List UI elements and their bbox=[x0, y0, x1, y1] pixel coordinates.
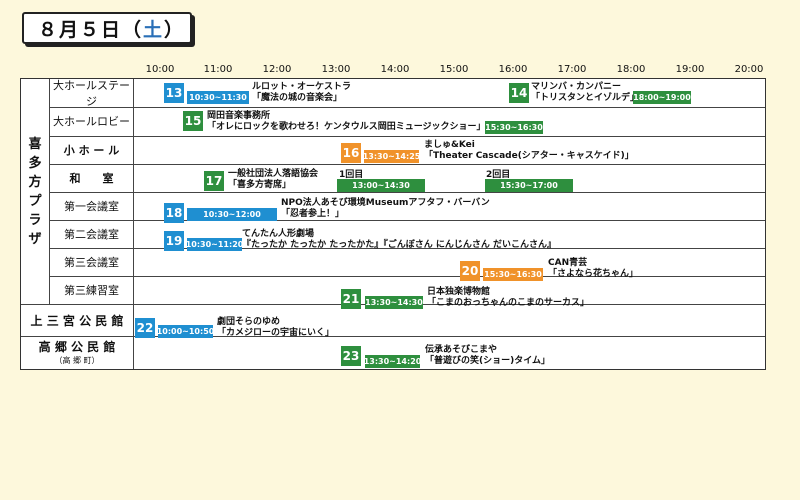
event-desc: てんたん人形劇場『たったか たったか たったかた』『ごんぼさん にんじんさん だ… bbox=[242, 229, 557, 250]
room-label: 大ホールロビー bbox=[53, 115, 130, 128]
event-time: 13:00~14:30 bbox=[337, 179, 425, 192]
event-time: 15:30~17:00 bbox=[485, 179, 573, 192]
event-number: 22 bbox=[135, 318, 155, 338]
event-number: 20 bbox=[460, 261, 480, 281]
room-label: 和 室 bbox=[69, 172, 114, 185]
event-desc: 一般社団法人落語協会「喜多方寄席」 bbox=[228, 169, 319, 190]
hour-label: 13:00 bbox=[321, 64, 351, 75]
hour-label: 16:00 bbox=[498, 64, 528, 75]
session-label: 1回目 bbox=[339, 170, 364, 180]
hour-label: 19:00 bbox=[675, 64, 705, 75]
room-label: 第二会議室 bbox=[64, 228, 119, 241]
schedule-grid: 喜 多 方 プ ラ ザ 大ホールステージ 大ホールロビー 小 ホ ー ル 和 室… bbox=[20, 78, 766, 370]
room-label: 高 郷 公 民 館 bbox=[38, 339, 116, 354]
event-time: 18:00~19:00 bbox=[633, 91, 691, 104]
room-label: 大ホールステージ bbox=[53, 79, 130, 108]
hour-label: 12:00 bbox=[262, 64, 292, 75]
event-time: 13:30~14:25 bbox=[362, 150, 421, 163]
hour-label: 20:00 bbox=[734, 64, 764, 75]
event-time: 10:30~12:00 bbox=[187, 208, 277, 221]
event-number: 13 bbox=[164, 83, 184, 103]
event-desc: ましゅ&Kei「Theater Cascade(シアター・キャスケイド)」 bbox=[424, 140, 634, 161]
event-time: 13:30~14:30 bbox=[365, 296, 423, 309]
hour-label: 10:00 bbox=[145, 64, 175, 75]
event-desc: ルロット・オーケストラ「魔法の城の音楽会」 bbox=[252, 82, 352, 103]
event-number: 21 bbox=[341, 289, 361, 309]
event-number: 19 bbox=[164, 231, 184, 251]
event-number: 18 bbox=[164, 203, 184, 223]
event-desc: マリンバ・カンパニー「トリスタンとイゾルデ」 bbox=[531, 82, 640, 103]
event-time: 10:00~10:50 bbox=[156, 325, 215, 338]
event-number: 15 bbox=[183, 111, 203, 131]
hour-label: 11:00 bbox=[203, 64, 233, 75]
event-desc: 岡田音楽事務所「オレにロックを歌わせろ！ケンタウルス岡田ミュージックショー」 bbox=[207, 111, 486, 132]
room-label: 第一会議室 bbox=[64, 200, 119, 213]
room-sub-label: （高 郷 町） bbox=[54, 355, 100, 365]
event-number: 14 bbox=[509, 83, 529, 103]
event-number: 16 bbox=[341, 143, 361, 163]
event-desc: NPO法人あそび環境Museumアフタフ・バーバン「忍者参上！」 bbox=[281, 198, 490, 219]
event-time: 10:30~11:30 bbox=[187, 91, 249, 104]
event-desc: 伝承あそびこまや「普遊びの笑(ショー)タイム」 bbox=[425, 345, 551, 366]
hour-label: 15:00 bbox=[439, 64, 469, 75]
event-number: 17 bbox=[204, 171, 224, 191]
date-text: ８月５日 bbox=[38, 18, 123, 41]
event-time: 13:30~14:20 bbox=[363, 355, 422, 368]
event-desc: 日本独楽博物館「こまのおっちゃんのこまのサーカス」 bbox=[427, 287, 590, 308]
event-time: 15:30~16:30 bbox=[485, 121, 543, 134]
divider bbox=[49, 79, 50, 304]
group-label-kitakata-plaza: 喜 多 方 プ ラ ザ bbox=[28, 136, 42, 247]
event-number: 23 bbox=[341, 346, 361, 366]
hour-label: 14:00 bbox=[380, 64, 410, 75]
event-desc: 劇団そらのゆめ「カメジローの宇宙にいく」 bbox=[217, 317, 335, 338]
event-time: 15:30~16:30 bbox=[483, 268, 543, 281]
hour-label: 18:00 bbox=[616, 64, 646, 75]
room-label: 第三練習室 bbox=[64, 284, 119, 297]
event-time: 10:30~11:20 bbox=[185, 238, 244, 251]
event-desc: CAN青芸「さよなら花ちゃん」 bbox=[548, 258, 639, 279]
page-title: ８月５日（土） bbox=[22, 12, 192, 44]
session-label: 2回目 bbox=[486, 170, 511, 180]
room-label: 第三会議室 bbox=[64, 256, 119, 269]
divider bbox=[133, 79, 134, 369]
room-label: 小 ホ ー ル bbox=[63, 144, 120, 157]
hour-label: 17:00 bbox=[557, 64, 587, 75]
room-label: 上 三 宮 公 民 館 bbox=[30, 313, 124, 328]
day-of-week: 土 bbox=[143, 18, 165, 41]
